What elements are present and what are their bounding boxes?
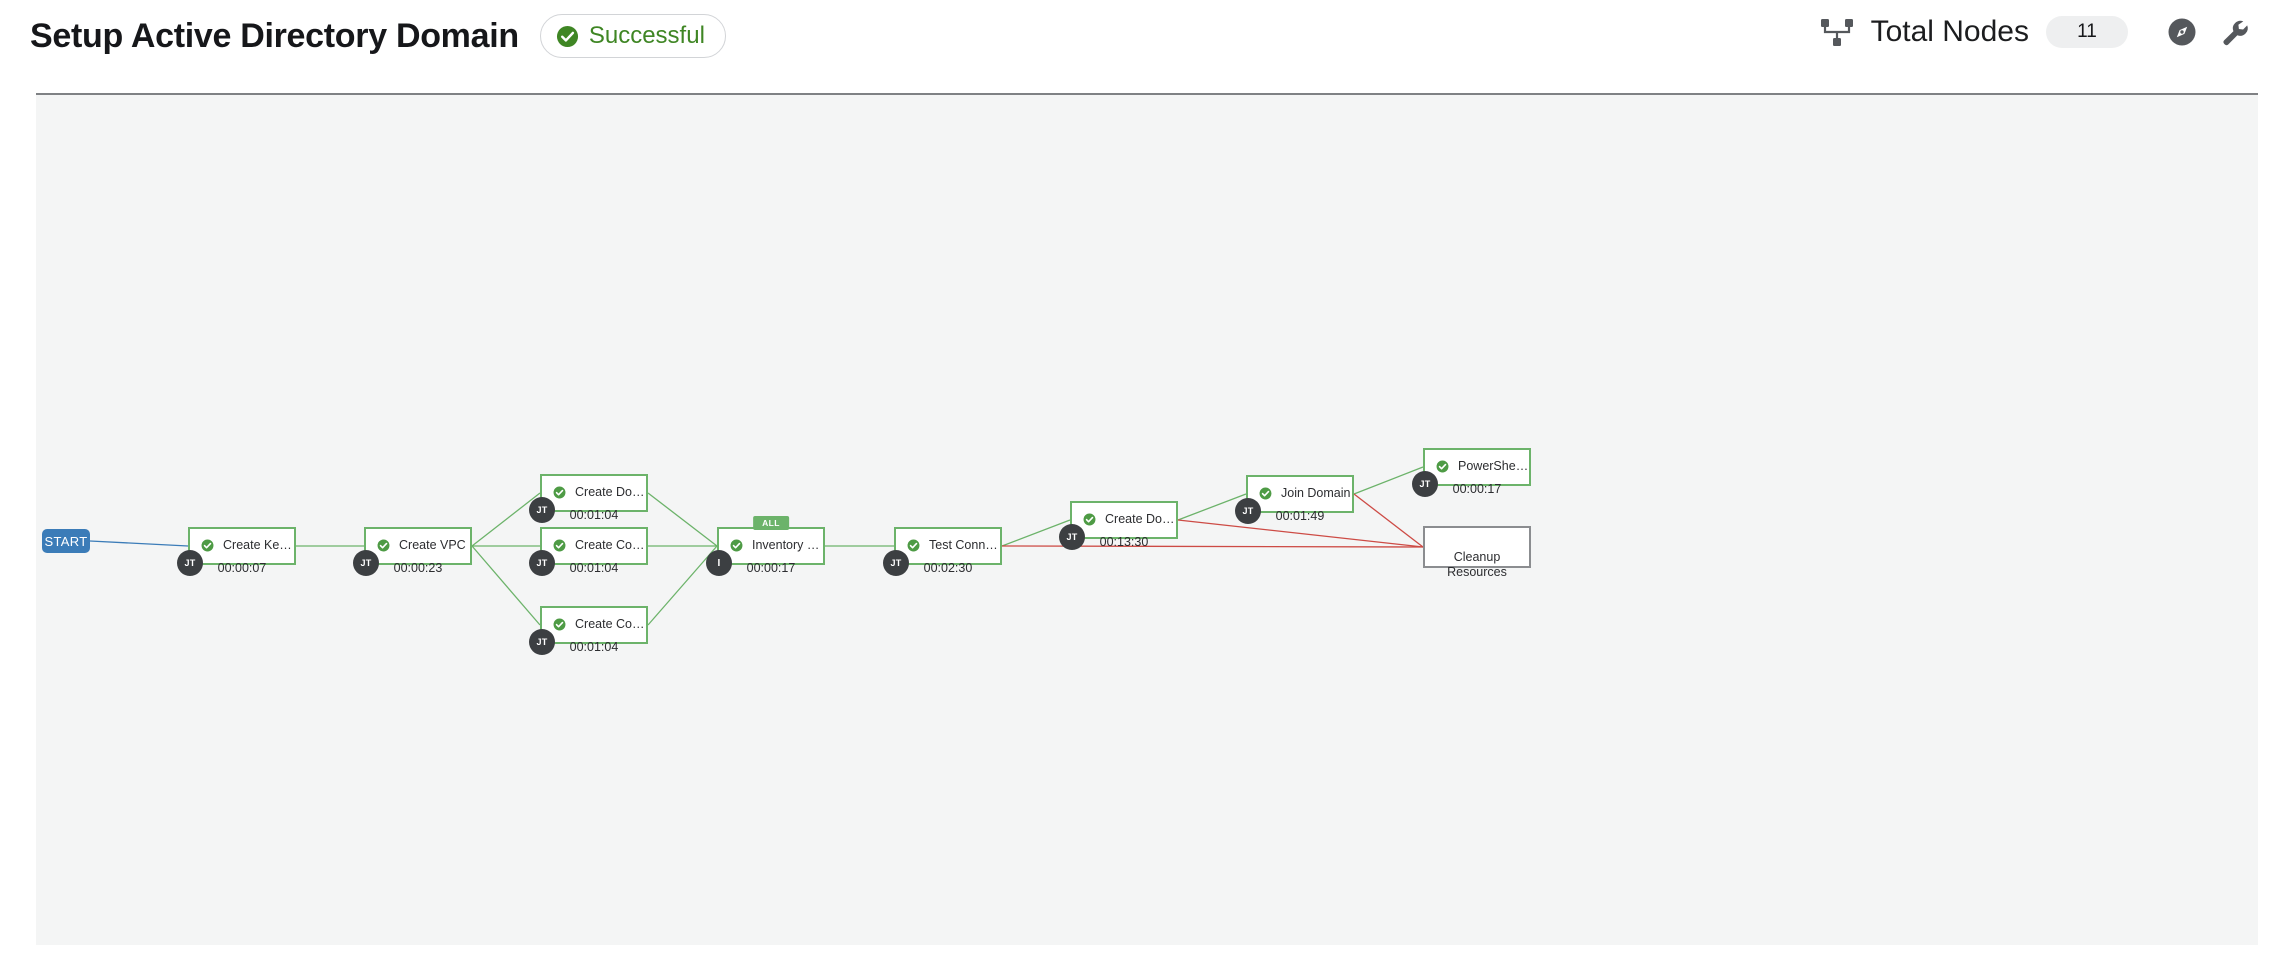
- node-title-row: Create Computer (1): [542, 529, 646, 553]
- node-elapsed-time: 00:00:17: [1452, 482, 1502, 496]
- node-type-badge[interactable]: I: [706, 550, 732, 576]
- node-label: Cleanup Resources: [1447, 550, 1507, 579]
- node-elapsed-time: 00:13:30: [1099, 535, 1149, 549]
- start-node[interactable]: START: [42, 529, 90, 553]
- check-circle-icon: [1259, 487, 1272, 500]
- edge-create-vpc-to-create-domain-controller[interactable]: [471, 492, 541, 547]
- node-elapsed-time: 00:00:07: [217, 561, 267, 575]
- node-type-badge[interactable]: JT: [353, 550, 379, 576]
- workflow-node-create-computer-2[interactable]: Create Computer (2) 00:01:04 JT: [529, 606, 648, 655]
- workflow-node-inventory-sync[interactable]: ALL Inventory Sync 00:00:17 I: [706, 516, 825, 576]
- node-type-badge[interactable]: JT: [529, 497, 555, 523]
- status-badge-label: Successful: [588, 22, 705, 49]
- header-right-group: Total Nodes 11: [1817, 12, 2254, 52]
- check-circle-icon: [377, 539, 390, 552]
- node-title-row: Join Domain: [1248, 477, 1352, 501]
- node-elapsed-time: 00:00:23: [393, 561, 443, 575]
- edge-create-vpc-to-create-computer-2[interactable]: [471, 545, 541, 626]
- node-title-row: PowerShell Validation: [1425, 450, 1529, 474]
- node-type-badge[interactable]: JT: [1059, 524, 1085, 550]
- check-circle-icon: [556, 25, 579, 48]
- node-elapsed-time: 00:01:49: [1275, 509, 1325, 523]
- edge-start-to-create-keypair[interactable]: [89, 540, 189, 547]
- workflow-node-create-domain[interactable]: Create Domain 00:13:30 JT: [1059, 501, 1178, 550]
- node-type-badge[interactable]: JT: [1412, 471, 1438, 497]
- workflow-node-powershell-validation[interactable]: PowerShell Validation 00:00:17 JT: [1412, 448, 1531, 497]
- edge-create-computer-2-to-inventory-sync[interactable]: [647, 545, 718, 626]
- node-label: PowerShell Validation: [1458, 459, 1529, 473]
- node-label: Join Domain: [1281, 486, 1351, 500]
- node-label: Inventory Sync: [752, 538, 823, 552]
- node-elapsed-time: 00:00:17: [746, 561, 796, 575]
- node-tag-all: ALL: [753, 516, 789, 530]
- node-label: Create Computer (2): [575, 617, 646, 631]
- check-circle-icon: [201, 539, 214, 552]
- workflow-node-create-keypair[interactable]: Create Keypair 00:00:07 JT: [177, 527, 296, 576]
- node-label: Create VPC: [399, 538, 466, 552]
- node-label: Create Domain Contr...: [575, 485, 646, 499]
- workflow-node-create-domain-controller[interactable]: Create Domain Contr... 00:01:04 JT: [529, 474, 648, 523]
- node-type-badge[interactable]: JT: [1235, 498, 1261, 524]
- edge-create-domain-controller-to-inventory-sync[interactable]: [647, 492, 718, 547]
- edge-test-connectivity-to-create-domain[interactable]: [1001, 519, 1071, 547]
- node-label: Create Domain: [1105, 512, 1176, 526]
- edge-join-domain-to-cleanup-resources[interactable]: [1353, 493, 1424, 548]
- node-title-row: Create Domain: [1072, 503, 1176, 527]
- node-elapsed-time: 00:02:30: [923, 561, 973, 575]
- check-circle-icon: [730, 539, 743, 552]
- edge-create-domain-to-join-domain[interactable]: [1177, 493, 1247, 521]
- node-type-badge[interactable]: JT: [529, 629, 555, 655]
- total-nodes-label: Total Nodes: [1870, 15, 2029, 48]
- node-elapsed-time: 00:01:04: [569, 508, 619, 522]
- check-circle-icon: [907, 539, 920, 552]
- check-circle-icon: [1083, 513, 1096, 526]
- workflow-node-create-computer-1[interactable]: Create Computer (1) 00:01:04 JT: [529, 527, 648, 576]
- status-badge: Successful: [539, 14, 726, 58]
- check-circle-icon: [553, 539, 566, 552]
- workflow-node-join-domain[interactable]: Join Domain 00:01:49 JT: [1235, 475, 1354, 524]
- node-topology-icon: [1817, 12, 1857, 52]
- check-circle-icon: [553, 618, 566, 631]
- node-type-badge[interactable]: JT: [529, 550, 555, 576]
- compass-icon[interactable]: [2162, 12, 2202, 52]
- node-title-row: Create Keypair: [190, 529, 294, 553]
- workflow-node-test-connectivity[interactable]: Test Connectivity 00:02:30 JT: [883, 527, 1002, 576]
- total-nodes-count: 11: [2046, 16, 2128, 48]
- wrench-icon[interactable]: [2214, 12, 2254, 52]
- node-title-row: Create VPC: [366, 529, 470, 553]
- header-divider: [36, 93, 2258, 95]
- node-title-row: Create Computer (2): [542, 608, 646, 632]
- node-label: Create Keypair: [223, 538, 294, 552]
- node-elapsed-time: 00:01:04: [569, 640, 619, 654]
- node-title-row: Inventory Sync: [719, 529, 823, 553]
- node-label: Test Connectivity: [929, 538, 1000, 552]
- edge-create-domain-to-cleanup-resources[interactable]: [1177, 519, 1424, 548]
- start-node-label: START: [44, 533, 88, 549]
- page-title: Setup Active Directory Domain: [30, 17, 519, 55]
- workflow-node-cleanup-resources[interactable]: Cleanup Resources: [1423, 526, 1531, 579]
- node-type-badge[interactable]: JT: [883, 550, 909, 576]
- workflow-edges: [89, 466, 1424, 626]
- page-header: Setup Active Directory Domain Successful: [0, 0, 2290, 93]
- check-circle-icon: [1436, 460, 1449, 473]
- node-elapsed-time: 00:01:04: [569, 561, 619, 575]
- workflow-node-create-vpc[interactable]: Create VPC 00:00:23 JT: [353, 527, 472, 576]
- check-circle-icon: [553, 486, 566, 499]
- node-title-row: Create Domain Contr...: [542, 476, 646, 500]
- node-type-badge[interactable]: JT: [177, 550, 203, 576]
- node-title-row: Test Connectivity: [896, 529, 1000, 553]
- edge-join-domain-to-powershell-validation[interactable]: [1353, 466, 1424, 495]
- header-left-group: Setup Active Directory Domain Successful: [30, 14, 726, 58]
- node-label: Create Computer (1): [575, 538, 646, 552]
